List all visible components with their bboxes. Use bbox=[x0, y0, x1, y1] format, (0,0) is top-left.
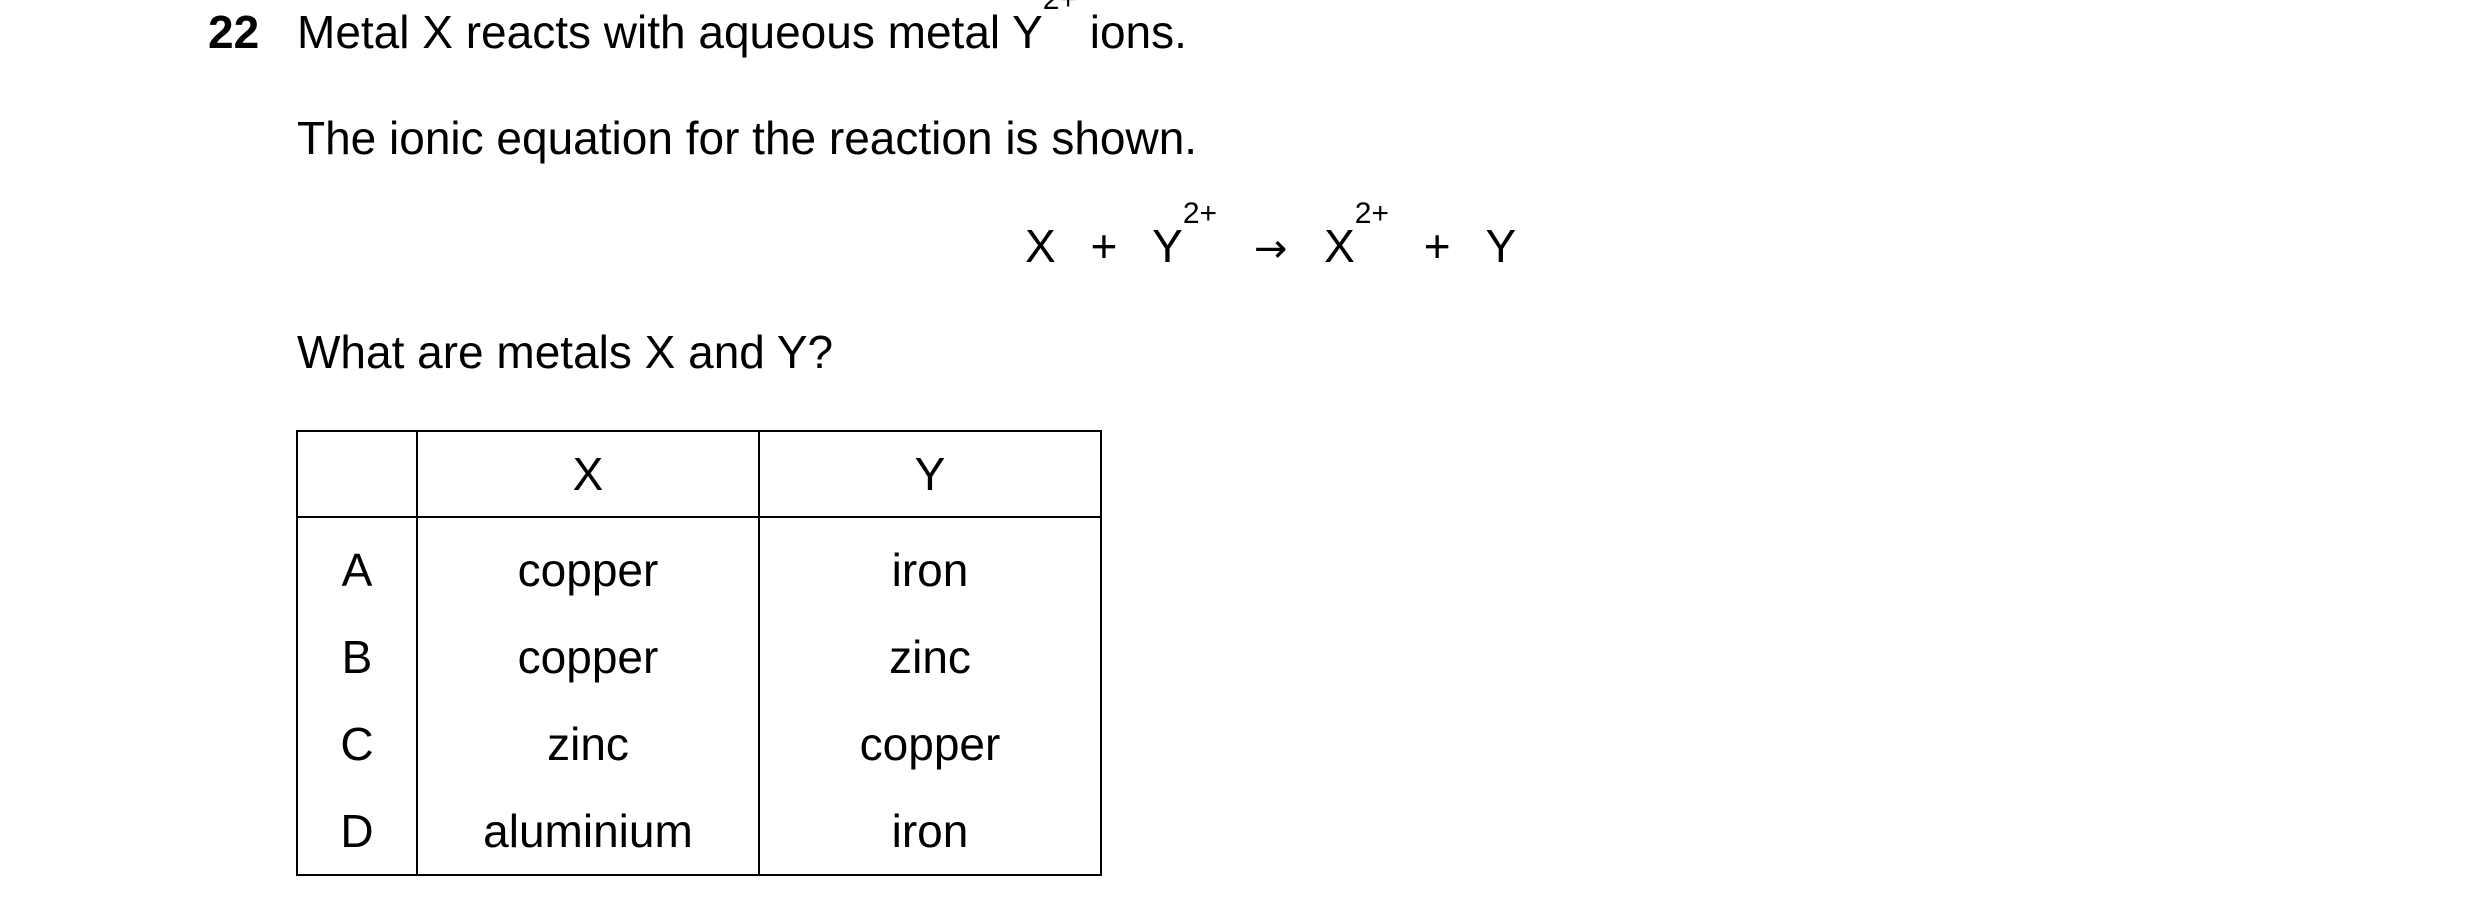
metal-y: iron bbox=[758, 517, 1102, 613]
option-letter: D bbox=[296, 787, 418, 876]
plus-sign: + bbox=[1090, 220, 1118, 272]
reactant-y-ion: Y2+ bbox=[1152, 199, 1217, 273]
plus-sign: + bbox=[1423, 220, 1451, 272]
table-row: D aluminium iron bbox=[296, 787, 1102, 876]
option-letter: B bbox=[296, 613, 418, 700]
equation-intro: The ionic equation for the reaction is s… bbox=[297, 112, 1198, 164]
product-x: X bbox=[1324, 220, 1355, 272]
reactant-y: Y bbox=[1152, 220, 1183, 272]
table-header-row: X Y bbox=[296, 430, 1102, 518]
metal-x: copper bbox=[416, 613, 760, 700]
metal-x: copper bbox=[416, 517, 760, 613]
metal-x: aluminium bbox=[416, 787, 760, 876]
stem-text-end: ions. bbox=[1076, 6, 1187, 58]
question-number: 22 bbox=[208, 6, 260, 58]
reaction-arrow-icon: → bbox=[1253, 226, 1288, 272]
product-y: Y bbox=[1485, 220, 1517, 272]
metal-x: zinc bbox=[416, 700, 760, 787]
option-letter: C bbox=[296, 700, 418, 787]
product-x-ion: X2+ bbox=[1324, 199, 1389, 273]
header-x: X bbox=[416, 430, 760, 518]
ionic-equation: X + Y2+ → X2+ + Y bbox=[1025, 199, 1517, 275]
reactant-y-charge: 2+ bbox=[1182, 197, 1218, 230]
reactant-x: X bbox=[1025, 220, 1056, 272]
question-prompt: What are metals X and Y? bbox=[297, 326, 834, 378]
stem-text: Metal X reacts with aqueous metal Y bbox=[297, 6, 1043, 58]
metal-y: copper bbox=[758, 700, 1102, 787]
product-x-charge: 2+ bbox=[1354, 197, 1390, 230]
table-row: B copper zinc bbox=[296, 613, 1102, 700]
stem-charge: 2+ bbox=[1043, 0, 1077, 16]
table-row: A copper iron bbox=[296, 517, 1102, 613]
metal-y: iron bbox=[758, 787, 1102, 876]
metal-y: zinc bbox=[758, 613, 1102, 700]
header-blank bbox=[296, 430, 418, 518]
table-row: C zinc copper bbox=[296, 700, 1102, 787]
option-letter: A bbox=[296, 517, 418, 613]
answer-options-table: X Y A copper iron B copper zinc C zinc c… bbox=[296, 430, 1102, 876]
question-stem: Metal X reacts with aqueous metal Y2+ io… bbox=[297, 0, 1187, 58]
header-y: Y bbox=[758, 430, 1102, 518]
